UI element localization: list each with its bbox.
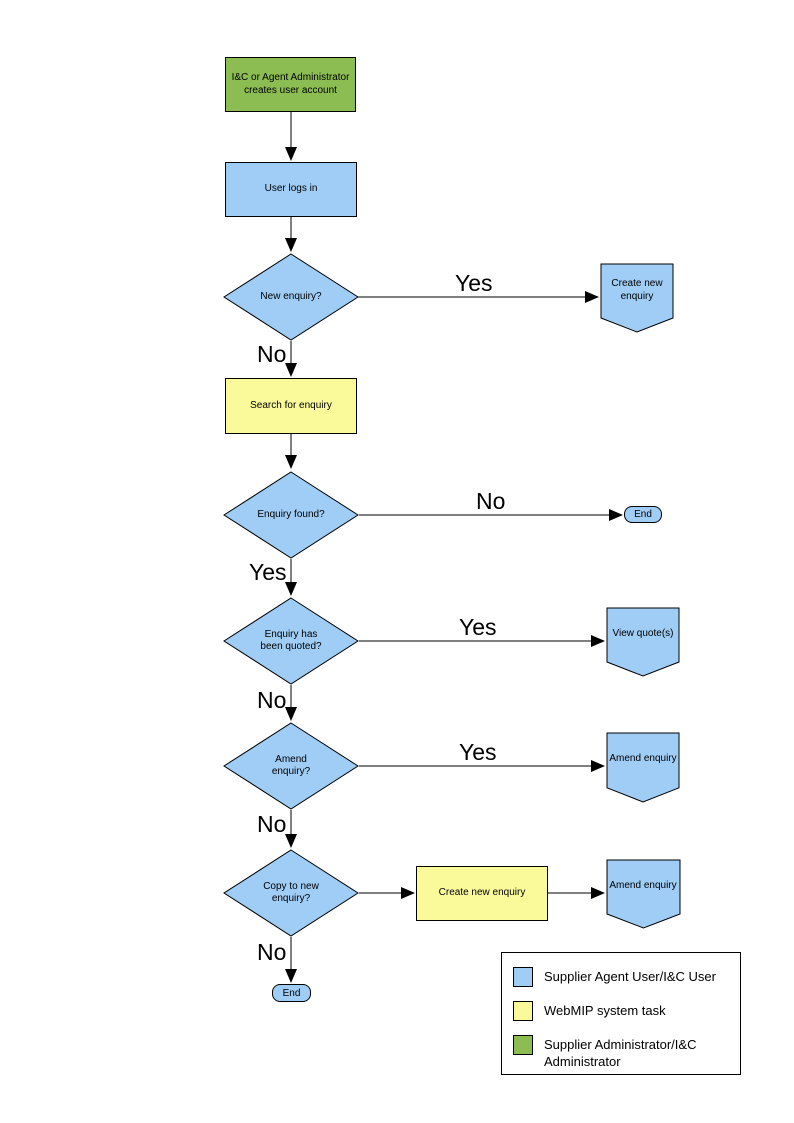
- edge-label-enquiry-found-no: No: [476, 488, 506, 514]
- edge-label-new-enquiry-yes: Yes: [455, 270, 493, 296]
- diamond-shape: [223, 471, 359, 559]
- decision-enquiry-found: Enquiry found?: [223, 471, 359, 559]
- legend-item-admin: Supplier Administrator/I&C Administrator: [513, 1035, 729, 1071]
- decision-label: Copy to new enquiry?: [263, 880, 319, 905]
- legend-item-user: Supplier Agent User/I&C User: [513, 967, 729, 987]
- offpage-amend-enquiry-2: Amend enquiry: [606, 859, 681, 929]
- terminator-end-right: End: [624, 506, 662, 523]
- pentagon-shape: [606, 732, 680, 803]
- legend-box: Supplier Agent User/I&C User WebMIP syst…: [501, 952, 741, 1075]
- edge-label-amend-no: No: [257, 811, 287, 837]
- legend-swatch-user: [513, 967, 533, 987]
- offpage-label: Create new enquiry: [611, 278, 663, 302]
- offpage-label: Amend enquiry: [609, 753, 677, 765]
- decision-amend-enquiry: Amend enquiry?: [223, 722, 359, 810]
- decision-new-enquiry: New enquiry?: [223, 253, 359, 341]
- legend-label: Supplier Agent User/I&C User: [544, 969, 716, 984]
- diamond-shape: [223, 849, 359, 937]
- legend-label: Supplier Administrator/I&C Administrator: [544, 1037, 697, 1069]
- decision-label: Amend enquiry?: [271, 753, 311, 778]
- node-user-logs-in: User logs in: [225, 162, 357, 217]
- offpage-label: View quote(s): [612, 628, 674, 640]
- terminator-end-bottom: End: [272, 984, 311, 1002]
- decision-label: Enquiry has been quoted?: [260, 628, 322, 653]
- node-create-new-enquiry-task: Create new enquiry: [416, 866, 548, 921]
- edge-label-quoted-no: No: [257, 687, 287, 713]
- pentagon-shape: [606, 859, 681, 929]
- decision-enquiry-quoted: Enquiry has been quoted?: [223, 597, 359, 685]
- node-search-for-enquiry: Search for enquiry: [225, 378, 357, 434]
- legend-swatch-system: [513, 1001, 533, 1021]
- offpage-label: Amend enquiry: [609, 880, 677, 892]
- legend-swatch-admin: [513, 1035, 533, 1055]
- offpage-amend-enquiry: Amend enquiry: [606, 732, 680, 803]
- edge-label-new-enquiry-no: No: [257, 341, 287, 367]
- pentagon-shape: [600, 263, 674, 333]
- decision-copy-to-new-enquiry: Copy to new enquiry?: [223, 849, 359, 937]
- offpage-view-quotes: View quote(s): [606, 607, 680, 677]
- offpage-create-new-enquiry: Create new enquiry: [600, 263, 674, 333]
- diamond-shape: [223, 722, 359, 810]
- node-create-user-account: I&C or Agent Administrator creates user …: [225, 57, 356, 112]
- edge-label-copy-no: No: [257, 939, 287, 965]
- decision-label: New enquiry?: [260, 290, 322, 302]
- decision-label: Enquiry found?: [257, 508, 325, 520]
- diamond-shape: [223, 597, 359, 685]
- diamond-shape: [223, 253, 359, 341]
- edge-label-quoted-yes: Yes: [459, 614, 497, 640]
- pentagon-shape: [606, 607, 680, 677]
- edge-label-amend-yes: Yes: [459, 739, 497, 765]
- legend-item-system: WebMIP system task: [513, 1001, 729, 1021]
- edge-label-enquiry-found-yes: Yes: [249, 559, 287, 585]
- legend-label: WebMIP system task: [544, 1003, 666, 1018]
